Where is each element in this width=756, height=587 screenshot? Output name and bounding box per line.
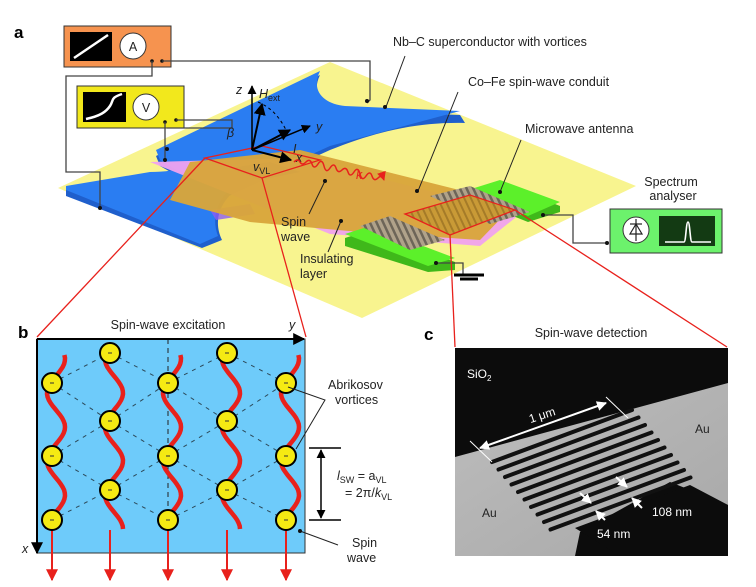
width-arrow-1a [615,476,628,488]
lattice-line [226,455,287,491]
insulating-label-1: Insulating [300,252,354,266]
lattice-line [167,489,228,521]
scale-tick-right [605,396,629,419]
transducer-finger [535,460,680,517]
panel-b-title: Spin-wave excitation [111,318,226,332]
panel-b: b Spin-wave excitation y x Abrikosov vor… [18,318,392,582]
lattice-line [226,382,287,422]
spectrum-analyser-label-2: analyser [649,189,696,203]
transducer-finger [542,468,686,524]
width-arrow-2b [595,510,606,521]
transducer-finger [503,423,647,479]
width-54nm-label: 54 nm [597,527,630,541]
transducer-finger [548,475,693,532]
vortices-label-2: vortices [335,393,378,407]
lattice-line [51,420,111,457]
excitation-region [202,145,323,179]
width-108nm-label: 108 nm [652,505,692,519]
wiring [65,60,607,275]
current-i-label: I [293,142,297,156]
panel-a: a [14,23,723,318]
panel-b-axis-y: y [288,318,296,332]
lattice-line [226,489,287,521]
spin-wave-b-label-2: wave [346,551,376,565]
width-arrow-2a [579,492,592,504]
axis-x-label: x [295,151,303,165]
panel-c-title: Spin-wave detection [535,326,648,340]
panel-label-a: a [14,23,24,42]
transducer-finger [522,445,667,502]
nonlinear-iv-icon [85,92,123,121]
period-formula-2: = 2π/kVL [345,486,392,502]
conduit-label: Co–Fe spin-wave conduit [468,75,610,89]
voltmeter-symbol: V [142,101,151,115]
spin-wave-label-1: Spin [281,215,306,229]
scale-tick-left [469,440,493,463]
lattice-line [226,420,287,457]
beta-label: β [226,126,234,140]
transducer-finger [516,438,660,494]
microwave-antenna-front [345,216,455,272]
scale-bar-arrow [479,401,607,450]
voltmeter-instrument: V [76,85,185,129]
transducer-finger [529,453,673,509]
au-label-left: Au [482,506,497,520]
lattice-line [109,420,169,457]
width-arrow-1b [631,497,643,509]
panel-b-axis-x: x [21,542,29,556]
axis-y-label: y [315,120,323,134]
period-formula-1: lSW = aVL [337,469,387,485]
lattice-line [109,382,169,422]
lattice-line [167,352,228,384]
ammeter-instrument: A [63,25,172,68]
vortices-label-1: Abrikosov [328,378,384,392]
transducer-finger [509,430,654,487]
ammeter-symbol: A [129,40,138,54]
spectrum-analyser: Spectrum analyser [605,175,723,254]
sem-image [455,348,728,556]
antenna-label: Microwave antenna [525,122,633,136]
diode-icon [628,219,644,241]
vortex-lattice [41,339,302,582]
zoom-guides [36,157,728,348]
axis-z-label: z [235,83,243,97]
lattice-line [226,352,287,384]
lattice-line [167,382,228,422]
panel-c: c Spin-wave detection SiO2 Au Au 1 μm 10… [424,325,728,556]
linear-iv-icon [73,33,109,60]
spectrum-analyser-label-1: Spectrum [644,175,698,189]
panel-label-b: b [18,323,28,342]
lattice-line [167,455,228,491]
insulating-label-2: layer [300,267,327,281]
sio2-label: SiO2 [467,367,492,383]
lattice-line [51,455,111,491]
spin-wave-squiggle [293,159,386,181]
panel-label-c: c [424,325,433,344]
spectrum-peak-icon [665,221,711,243]
au-label-right: Au [695,422,710,436]
ground-icon [454,273,484,281]
lattice-line [109,455,169,491]
lattice-line [51,382,111,422]
period-marker [309,447,341,521]
k-vector-label: k [356,168,363,182]
lattice-line [167,420,228,457]
superconductor-label: Nb–C superconductor with vortices [393,35,587,49]
spin-wave-b-label-1: Spin [352,536,377,550]
v-vl-label: vVL [253,160,270,176]
coordinate-axes: z y x Hext β I vVL [226,83,323,176]
h-ext-label: Hext [259,87,281,103]
spin-wave-label-2: wave [280,230,310,244]
